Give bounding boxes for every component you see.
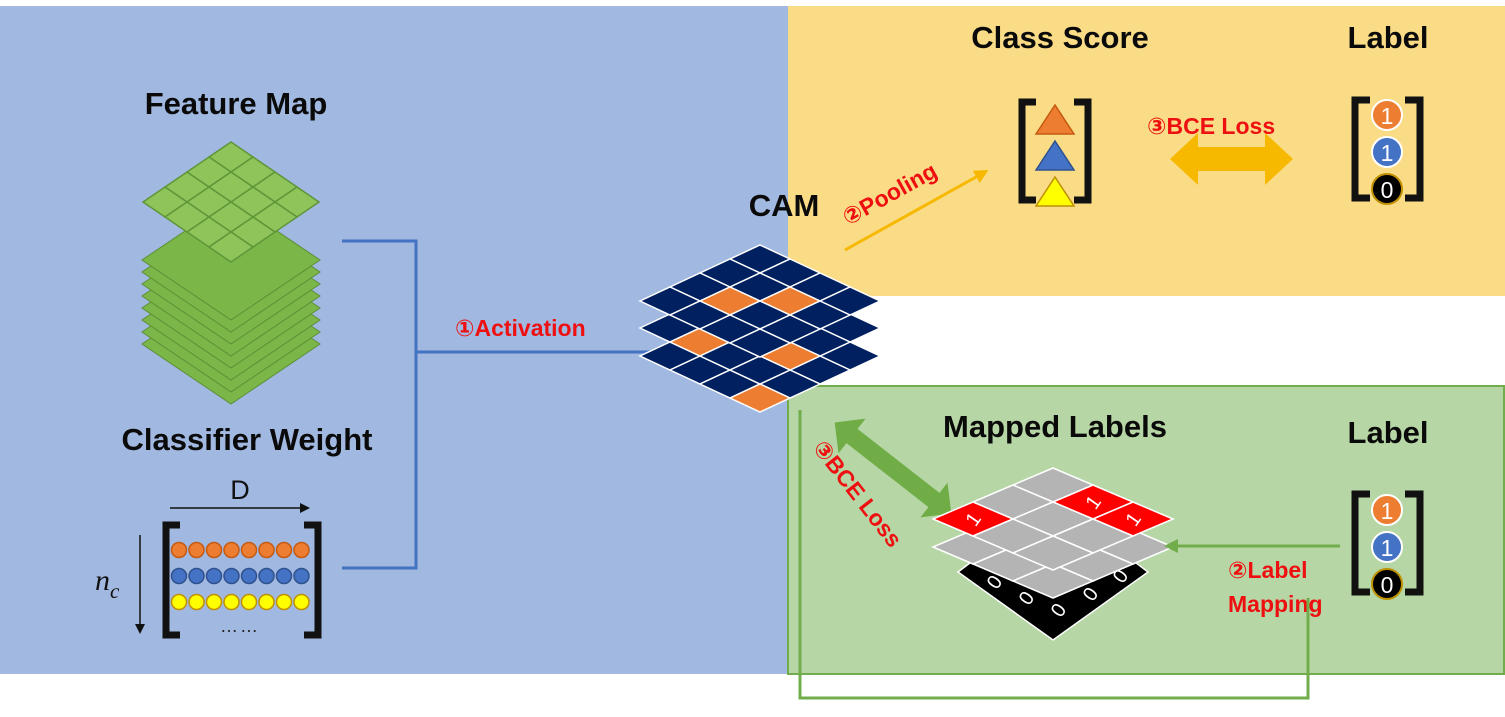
yellow-triangle-icon [1034, 175, 1076, 207]
weight-dot [240, 593, 258, 611]
weight-dot [223, 541, 240, 559]
top-bce-double-arrow [1170, 133, 1293, 185]
weight-dot [275, 593, 293, 611]
weight-more-rows: …… [220, 616, 260, 636]
score-right-bracket [1074, 98, 1092, 204]
weight-dot [188, 593, 205, 611]
top-label-vector: 1 1 0 [1351, 96, 1424, 205]
label-value-text: 0 [1381, 572, 1394, 598]
class-score-vector [1018, 98, 1092, 207]
grid-cell [728, 383, 792, 413]
feature-connector-line [342, 239, 418, 378]
weight-dot [240, 541, 258, 559]
blue-triangle-icon [1034, 139, 1076, 171]
grid-cell [207, 231, 255, 263]
bottom-label-right-bracket [1405, 490, 1424, 596]
label-value-circle [1371, 99, 1403, 131]
feature-top-layer [141, 141, 321, 263]
weight-dot [240, 567, 258, 585]
weight-dot [258, 567, 275, 585]
weight-dot [188, 541, 205, 559]
mapped-labels-title: Mapped Labels [943, 409, 1167, 444]
bottom-label-title: Label [1348, 415, 1429, 450]
nc-label: nc [95, 564, 120, 603]
weight-dot [205, 541, 223, 559]
label-value-text: 1 [1381, 535, 1394, 561]
activation-label: ①Activation [455, 315, 586, 341]
weight-dot [223, 593, 240, 611]
grid-cell [728, 355, 792, 385]
weight-dot [223, 567, 240, 585]
weight-dot [258, 593, 275, 611]
orange-triangle-icon [1034, 103, 1076, 135]
top-label-right-bracket [1405, 96, 1424, 202]
top-bce-loss-label: ③BCE Loss [1147, 113, 1275, 139]
mapped-layer-top: 111 [931, 467, 1175, 571]
mapped-labels-stack: 000000111 [931, 467, 1175, 641]
label-value-text: 1 [1381, 103, 1394, 129]
activation-connector [342, 239, 666, 570]
label-value-circle [1371, 173, 1403, 205]
top-label-title: Label [1348, 20, 1429, 55]
cam-stack [638, 244, 882, 413]
feature-map-stack [141, 141, 321, 405]
weight-dot [275, 567, 293, 585]
weight-dot [170, 593, 188, 611]
bottom-label-left-bracket [1351, 490, 1370, 596]
weight-left-bracket [162, 521, 180, 639]
label-value-text: 0 [1381, 177, 1394, 203]
feedback-loop-line [798, 410, 1310, 700]
label-value-text: 1 [1381, 140, 1394, 166]
label-value-circle [1371, 568, 1403, 600]
feature-map-title: Feature Map [145, 86, 328, 121]
label-value-circle [1371, 494, 1403, 526]
label-value-text: 1 [1381, 498, 1394, 524]
grid-cell [728, 328, 792, 358]
label-value-circle [1371, 531, 1403, 563]
grid-cell [1011, 563, 1095, 599]
top-label-left-bracket [1351, 96, 1370, 202]
score-left-bracket [1018, 98, 1036, 204]
weight-dot [188, 567, 205, 585]
weight-dot [293, 541, 310, 559]
weight-dot [170, 567, 188, 585]
bottom-label-vector: 1 1 0 [1351, 490, 1424, 600]
grid-cell [1011, 535, 1095, 571]
bottom-bce-double-arrow [834, 418, 952, 518]
weight-dot [258, 541, 275, 559]
weight-dot [170, 541, 188, 559]
weight-connector-line [342, 352, 418, 570]
classifier-weight-matrix: D nc …… [95, 475, 322, 639]
weight-right-bracket [304, 521, 322, 639]
class-score-title: Class Score [971, 20, 1149, 55]
cam-layer-top [638, 244, 882, 358]
pooling-arrow [844, 170, 989, 252]
weight-dot [205, 567, 223, 585]
dim-d-label: D [230, 475, 250, 505]
cam-label: CAM [749, 188, 820, 223]
weight-dot [293, 593, 310, 611]
weight-dots [170, 541, 310, 611]
label-value-circle [1371, 136, 1403, 168]
weight-dot [205, 593, 223, 611]
blue-panel [0, 6, 795, 674]
classifier-weight-title: Classifier Weight [122, 422, 373, 457]
weight-dot [293, 567, 310, 585]
label-mapping-label-1: ②Label [1228, 557, 1308, 583]
weight-dot [275, 541, 293, 559]
